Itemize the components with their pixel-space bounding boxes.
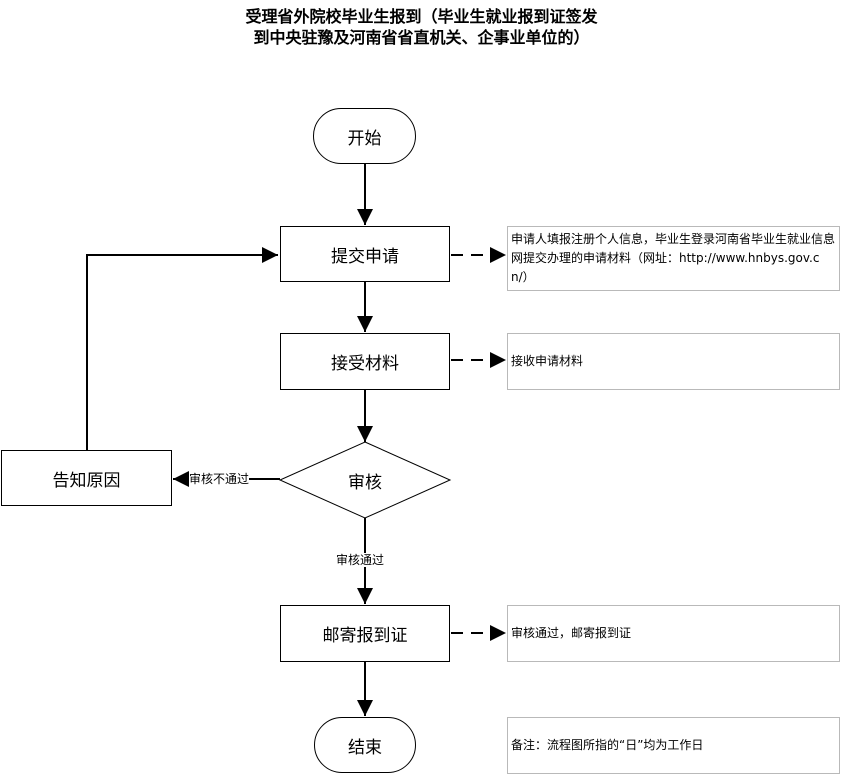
diagram-title: 受理省外院校毕业生报到（毕业生就业报到证签发 到中央驻豫及河南省省直机关、企事业… [0,6,843,48]
start-label: 开始 [347,128,382,149]
submit-note-text: 申请人填报注册个人信息，毕业生登录河南省毕业生就业信息网提交办理的申请材料（网址… [511,232,836,284]
end-node: 结束 [314,717,416,773]
remark-note: 备注：流程图所指的“日”均为工作日 [507,717,840,774]
receive-label: 接受材料 [331,354,399,374]
notify-label: 告知原因 [52,470,121,491]
end-label: 结束 [348,737,382,758]
submit-note: 申请人填报注册个人信息，毕业生登录河南省毕业生就业信息网提交办理的申请材料（网址… [507,226,840,291]
review-label-wrap: 审核 [305,462,425,498]
review-label: 审核 [348,472,382,493]
mail-node: 邮寄报到证 [280,605,450,662]
notify-node: 告知原因 [1,450,172,506]
submit-node: 提交申请 [280,226,450,282]
mail-note: 审核通过，邮寄报到证 [507,605,840,662]
mail-note-text: 审核通过，邮寄报到证 [511,626,632,640]
edge-label-fail: 审核不通过 [189,472,250,486]
mail-label: 邮寄报到证 [322,626,408,646]
remark-text: 备注：流程图所指的“日”均为工作日 [511,738,704,752]
edge-label-pass: 审核通过 [336,553,385,567]
title-line-2: 到中央驻豫及河南省省直机关、企事业单位的） [253,28,590,47]
submit-label: 提交申请 [331,246,399,267]
title-line-1: 受理省外院校毕业生报到（毕业生就业报到证签发 [245,7,598,26]
receive-note-text: 接收申请材料 [511,354,584,368]
receive-node: 接受材料 [280,333,450,390]
arrow-notify-submit [86,247,278,450]
receive-note: 接收申请材料 [507,333,840,390]
review-diamond [278,441,452,519]
start-node: 开始 [313,108,416,164]
